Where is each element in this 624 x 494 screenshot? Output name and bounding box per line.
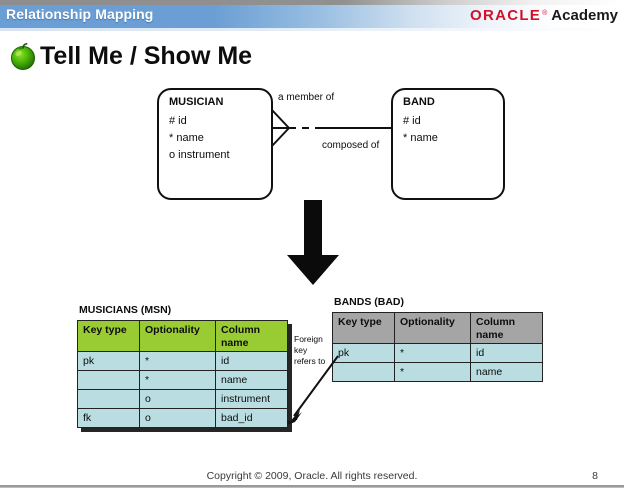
slide-header-banner: Relationship Mapping ORACLE ® Academy bbox=[0, 0, 624, 31]
down-arrow-icon bbox=[287, 200, 339, 285]
cell-key-type: fk bbox=[77, 408, 140, 428]
table-header-row: Key type Optionality Column name bbox=[77, 320, 288, 352]
table-row: fk o bad_id bbox=[77, 408, 288, 428]
entity-attributes-band: # id * name bbox=[403, 113, 438, 147]
table-caption-bands: BANDS (BAD) bbox=[334, 296, 404, 308]
academy-wordmark: Academy bbox=[551, 7, 618, 24]
table-header-row: Key type Optionality Column name bbox=[332, 312, 543, 344]
column-header-column-name: Column name bbox=[470, 312, 543, 344]
slide-heading: Tell Me / Show Me bbox=[8, 41, 252, 71]
banner-top-strip bbox=[0, 0, 624, 5]
column-header-key-type: Key type bbox=[77, 320, 140, 352]
column-header-key-type: Key type bbox=[332, 312, 395, 344]
table-row: o instrument bbox=[77, 389, 288, 409]
table-caption-musicians: MUSICIANS (MSN) bbox=[79, 304, 172, 316]
cell-key-type bbox=[77, 370, 140, 390]
cell-column-name: bad_id bbox=[215, 408, 288, 428]
foreign-key-annotation: Foreign key refers to bbox=[294, 334, 326, 366]
diagonal-arrow-icon bbox=[287, 355, 339, 425]
cell-optionality: o bbox=[139, 389, 216, 409]
er-diagram: MUSICIAN # id * name o instrument BAND #… bbox=[0, 84, 624, 204]
footer-divider bbox=[0, 485, 624, 488]
registered-trademark-icon: ® bbox=[542, 10, 548, 17]
table-bands: Key type Optionality Column name pk * id… bbox=[332, 312, 543, 382]
entity-name-musician: MUSICIAN bbox=[169, 96, 224, 108]
footer-copyright: Copyright © 2009, Oracle. All rights res… bbox=[206, 470, 418, 482]
table-row: pk * id bbox=[332, 343, 543, 363]
table-row: * name bbox=[332, 362, 543, 382]
column-header-optionality: Optionality bbox=[394, 312, 471, 344]
cell-optionality: * bbox=[139, 351, 216, 371]
entity-box-musician: MUSICIAN # id * name o instrument bbox=[157, 88, 273, 200]
page-title: Relationship Mapping bbox=[6, 6, 154, 22]
table-mappings: MUSICIANS (MSN) Key type Optionality Col… bbox=[0, 296, 624, 456]
cell-column-name: name bbox=[215, 370, 288, 390]
attribute-row: o instrument bbox=[169, 149, 230, 161]
cell-column-name: instrument bbox=[215, 389, 288, 409]
oracle-wordmark: ORACLE bbox=[469, 7, 542, 24]
table-row: * name bbox=[77, 370, 288, 390]
cell-optionality: * bbox=[394, 362, 471, 382]
cell-optionality: * bbox=[139, 370, 216, 390]
attribute-row: # id bbox=[169, 115, 187, 127]
table-row: pk * id bbox=[77, 351, 288, 371]
column-header-column-name: Column name bbox=[215, 320, 288, 352]
table-musicians: Key type Optionality Column name pk * id… bbox=[77, 320, 288, 428]
attribute-row: * name bbox=[403, 132, 438, 144]
entity-attributes-musician: # id * name o instrument bbox=[169, 113, 230, 164]
relationship-label-bottom: composed of bbox=[322, 140, 380, 151]
relationship-connector bbox=[271, 109, 392, 147]
cell-optionality: o bbox=[139, 408, 216, 428]
footer-page-number: 8 bbox=[592, 470, 598, 482]
cell-column-name: id bbox=[470, 343, 543, 363]
cell-column-name: name bbox=[470, 362, 543, 382]
cell-key-type: pk bbox=[77, 351, 140, 371]
cell-key-type bbox=[77, 389, 140, 409]
attribute-row: * name bbox=[169, 132, 204, 144]
slide-heading-text: Tell Me / Show Me bbox=[40, 42, 253, 70]
green-apple-icon bbox=[8, 41, 38, 71]
attribute-row: # id bbox=[403, 115, 421, 127]
entity-box-band: BAND # id * name bbox=[391, 88, 505, 200]
cell-column-name: id bbox=[215, 351, 288, 371]
cell-optionality: * bbox=[394, 343, 471, 363]
entity-name-band: BAND bbox=[403, 96, 435, 108]
column-header-optionality: Optionality bbox=[139, 320, 216, 352]
relationship-label-top: a member of bbox=[278, 92, 335, 103]
banner-bottom-strip bbox=[0, 28, 624, 31]
oracle-academy-logo: ORACLE ® Academy bbox=[470, 7, 618, 24]
